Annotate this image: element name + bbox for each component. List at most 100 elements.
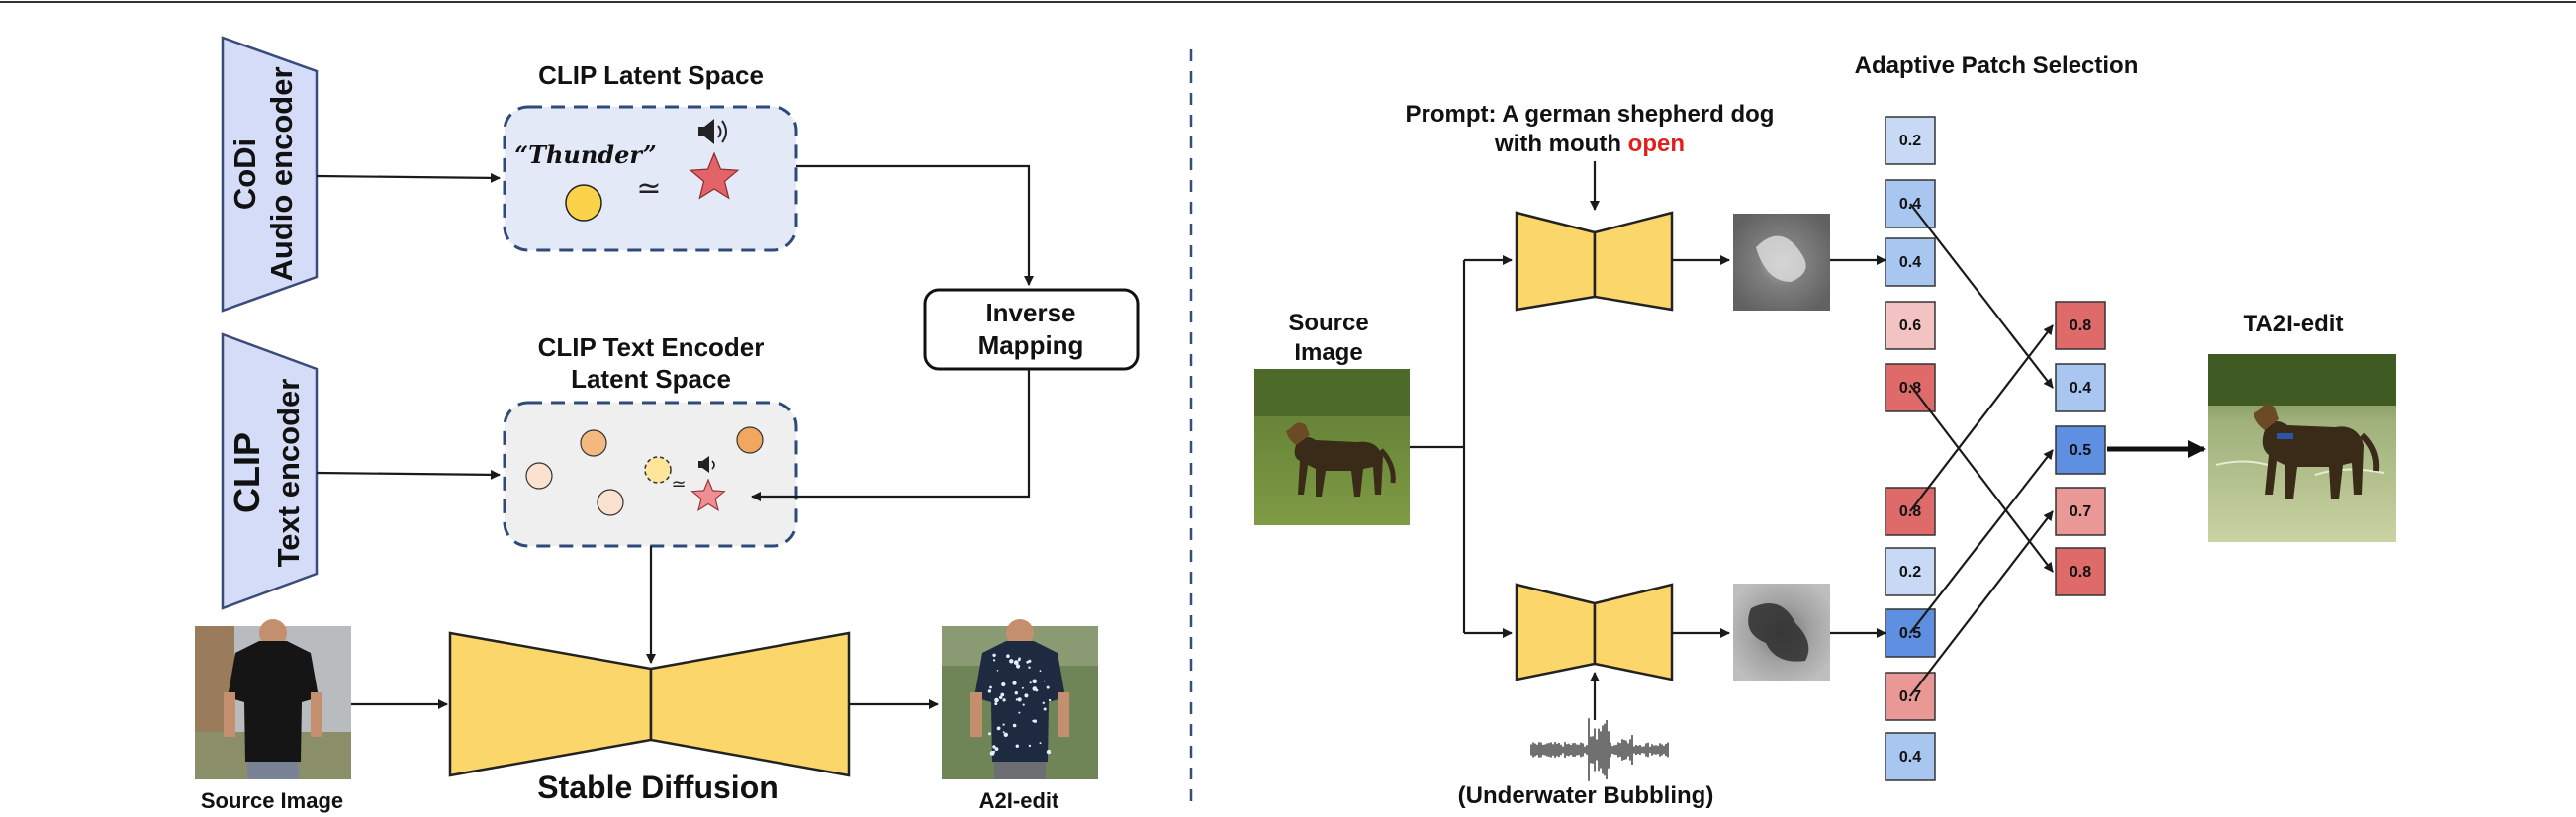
- sparkle-dot: [992, 653, 996, 657]
- patch-score: 0.5: [2070, 442, 2091, 459]
- patch-score-cell: 0.6: [1885, 301, 1936, 350]
- speaker-icon: [698, 119, 727, 144]
- patch-score: 0.4: [2070, 380, 2091, 397]
- sparkle-dot: [1000, 692, 1005, 697]
- sparkle-dot: [1009, 659, 1014, 664]
- inverse-mapping-line1: Inverse: [985, 298, 1075, 327]
- sparkle-dot: [994, 697, 999, 703]
- sparkle-dot: [1001, 681, 1006, 687]
- sparkle-dot: [1017, 658, 1021, 662]
- sparkle-dot: [1039, 742, 1042, 745]
- clip-latent-space-box: “Thunder” ≃: [503, 105, 798, 252]
- sparkle-dot: [1022, 703, 1025, 706]
- approx-symbol: ≃: [636, 171, 661, 206]
- sparkle-dot: [1015, 698, 1019, 701]
- source-image-shirt: [195, 619, 351, 779]
- output-image-caption: A2I-edit: [979, 788, 1059, 813]
- patch-score: 0.8: [2070, 564, 2091, 581]
- sparkle-dot: [1046, 749, 1052, 755]
- stable-diffusion-label: Stable Diffusion: [537, 770, 779, 805]
- top-score-column: 0.20.40.40.60.8: [1885, 116, 1936, 412]
- patch-score-cell: 0.4: [1885, 732, 1936, 781]
- patch-score: 0.8: [2070, 318, 2091, 334]
- patch-score-cell: 0.8: [1885, 363, 1936, 412]
- sparkle-dot: [1028, 666, 1031, 669]
- dog-silhouette: [1286, 422, 1396, 497]
- sparkle-dot: [1043, 680, 1046, 682]
- selected-patch-cell: 0.8: [2055, 547, 2106, 596]
- prompt-line1: Prompt: A german shepherd dog: [1406, 101, 1775, 128]
- sparkle-dot: [1028, 744, 1032, 748]
- attention-map-top: [1733, 214, 1830, 311]
- sparkle-dot: [1003, 732, 1008, 737]
- sparkle-dot: [1024, 693, 1029, 698]
- approx-symbol-small: ≃: [671, 474, 686, 495]
- clip-text-latent-title-line2: Latent Space: [571, 364, 731, 394]
- speaker-icon: [698, 456, 715, 473]
- output-image-dog: [2208, 354, 2396, 542]
- sparkle-dot: [1002, 723, 1005, 726]
- mapped-audio-star: [690, 478, 726, 512]
- sparkle-dot: [1026, 660, 1030, 664]
- patch-score: 0.7: [1899, 688, 1921, 705]
- patch-score: 0.5: [1899, 625, 1921, 642]
- clip-text-latent-title-line1: CLIP Text Encoder: [538, 332, 765, 362]
- sparkle-dot: [1029, 681, 1032, 684]
- audio-caption: (Underwater Bubbling): [1458, 782, 1714, 809]
- sparkle-dot: [999, 695, 1003, 699]
- prompt-line2: with mouth open: [1494, 131, 1685, 157]
- sparkle-dot: [989, 685, 992, 689]
- sparkle-dot: [996, 726, 1001, 731]
- selected-patch-cell: 0.7: [2055, 487, 2106, 536]
- sparkle-dot: [1046, 685, 1050, 689]
- codi-audio-encoder: CoDi Audio encoder: [221, 36, 319, 313]
- sparkle-dot: [1017, 697, 1022, 702]
- sparkle-dot: [1021, 686, 1024, 689]
- patch-score: 0.2: [1899, 133, 1921, 149]
- inverse-mapping-line2: Mapping: [978, 330, 1084, 360]
- source-image-label-line1: Source: [1288, 310, 1368, 336]
- selected-patch-cell: 0.5: [2055, 425, 2106, 475]
- source-image-caption: Source Image: [201, 788, 343, 813]
- sparkle-dot: [1006, 654, 1010, 658]
- clip-encoder-line1: CLIP: [227, 432, 267, 513]
- inverse-mapping-box: Inverse Mapping: [923, 288, 1140, 371]
- sparkle-dot: [1048, 698, 1052, 702]
- sparkle-dot: [987, 689, 992, 693]
- sparkle-dot: [1043, 707, 1047, 711]
- patch-score: 0.8: [1899, 503, 1921, 520]
- sparkle-dot: [1012, 681, 1017, 685]
- latent-point: [525, 462, 553, 490]
- sparkle-dot: [1016, 664, 1021, 669]
- unet-top: [1515, 211, 1674, 312]
- latent-point: [736, 426, 764, 454]
- clip-text-encoder: CLIP Text encoder: [221, 332, 319, 610]
- selected-patch-cell: 0.8: [2055, 301, 2106, 350]
- sparkle-dot: [1002, 731, 1005, 734]
- output-image-shirt: [942, 619, 1098, 779]
- clip-encoder-line2: Text encoder: [271, 379, 306, 568]
- patch-score: 0.4: [1899, 254, 1921, 271]
- sparkle-dot: [992, 750, 996, 754]
- sparkle-dot: [993, 659, 996, 662]
- patch-score-cell: 0.4: [1885, 237, 1936, 287]
- codi-encoder-line2: Audio encoder: [264, 66, 299, 281]
- codi-encoder-line1: CoDi: [228, 138, 262, 210]
- patch-score-cell: 0.8: [1885, 487, 1936, 536]
- clip-latent-space-title: CLIP Latent Space: [538, 60, 764, 90]
- text-embedding-circle: [565, 184, 602, 222]
- audio-embedding-star: [689, 151, 740, 200]
- patch-score-cell: 0.2: [1885, 116, 1936, 165]
- sparkle-dot: [1042, 701, 1046, 704]
- sparkle-dot: [1015, 744, 1020, 748]
- clip-text-latent-box: ≃: [503, 401, 798, 548]
- patch-score-cell: 0.2: [1885, 547, 1936, 596]
- sparkle-dot: [1032, 686, 1038, 691]
- patch-score: 0.6: [1899, 318, 1921, 334]
- source-image-dog: [1254, 369, 1410, 525]
- source-image-label-line2: Image: [1294, 339, 1362, 366]
- sparkle-dot: [1002, 698, 1006, 702]
- bottom-score-column: 0.8 0.2 0.5 0.7 0.4: [1885, 487, 1936, 781]
